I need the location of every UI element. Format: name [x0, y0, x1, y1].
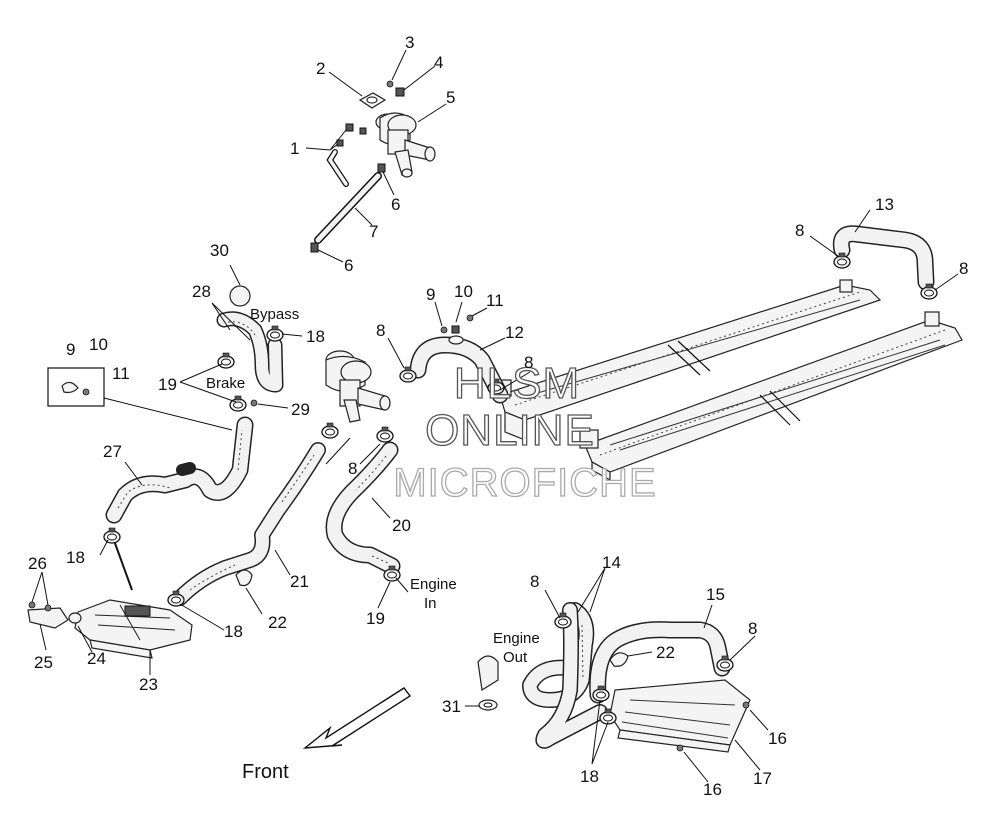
part-23-tank [74, 527, 193, 659]
watermark-line-3: MICROFICHE [393, 461, 656, 505]
callout-numbers: 2 3 4 5 1 6 7 6 13 8 8 30 28 18 9 10 11 … [28, 33, 968, 799]
callout-8-b: 8 [959, 259, 968, 278]
leader-lines [31, 49, 959, 783]
callout-6-upper: 6 [391, 195, 400, 214]
label-engine-out-line-1: Engine [493, 630, 540, 647]
callout-28: 28 [192, 282, 211, 301]
coolant-housing-center [321, 350, 394, 443]
hose-13 [832, 225, 938, 300]
callout-21: 21 [290, 572, 309, 591]
callout-29: 29 [291, 400, 310, 419]
callout-24: 24 [87, 649, 106, 668]
label-engine-in-line-1: Engine [410, 576, 457, 593]
callout-27: 27 [103, 442, 122, 461]
callout-18-b: 18 [66, 548, 85, 567]
label-front: Front [242, 761, 289, 783]
callout-17: 17 [753, 769, 772, 788]
watermark-line-1: HLSM [454, 359, 580, 408]
callout-18-c: 18 [224, 622, 243, 641]
callout-8-g: 8 [748, 619, 757, 638]
callout-25: 25 [34, 653, 53, 672]
callout-7: 7 [369, 222, 378, 241]
hose-20 [325, 441, 401, 582]
callout-30: 30 [210, 241, 229, 260]
callout-8-f: 8 [530, 572, 539, 591]
callout-23: 23 [139, 675, 158, 694]
callout-19-a: 19 [158, 375, 177, 394]
callout-10-a: 10 [89, 335, 108, 354]
callout-6-lower: 6 [344, 256, 353, 275]
callout-18-d: 18 [580, 767, 599, 786]
callout-19-b: 19 [366, 609, 385, 628]
callout-10-b: 10 [454, 282, 473, 301]
hose-27 [105, 416, 254, 524]
callout-14: 14 [602, 553, 621, 572]
callout-26: 26 [28, 554, 47, 573]
label-engine-in-line-2: In [424, 595, 437, 612]
callout-11-a: 11 [112, 364, 130, 383]
watermark: HLSM ONLINE MICROFICHE [393, 358, 657, 505]
label-bypass: Bypass [250, 306, 299, 323]
part-30-gasket [229, 285, 251, 307]
radiator-assembly [494, 279, 963, 482]
callout-16-b: 16 [703, 780, 722, 799]
inset-box-clamp [47, 367, 233, 431]
callout-8-c: 8 [376, 321, 385, 340]
callout-4: 4 [434, 53, 443, 72]
hose-28 [216, 311, 284, 412]
callout-8-e: 8 [348, 459, 357, 478]
callout-20: 20 [392, 516, 411, 535]
text-labels: Bypass Brake Engine In Engine Out Front [206, 306, 540, 783]
callout-22-b: 22 [656, 643, 675, 662]
callout-31: 31 [442, 697, 461, 716]
callout-15: 15 [706, 585, 725, 604]
parts-24-26 [27, 601, 82, 629]
part-22-gasket-left [235, 569, 253, 587]
front-arrow [302, 687, 412, 749]
callout-9-b: 9 [426, 285, 435, 304]
callout-22-a: 22 [268, 613, 287, 632]
label-brake: Brake [206, 375, 245, 392]
callout-1-2: 2 [316, 59, 325, 78]
callout-3: 3 [405, 33, 414, 52]
callout-8-d: 8 [524, 353, 533, 372]
oil-cooler-assembly [477, 602, 751, 753]
callout-16-a: 16 [768, 729, 787, 748]
thermostat-housing-assembly [310, 80, 436, 253]
callout-1: 1 [290, 139, 299, 158]
callout-8-a: 8 [795, 221, 804, 240]
callout-12: 12 [505, 323, 524, 342]
watermark-line-2: ONLINE [425, 406, 595, 455]
hose-21 [167, 442, 326, 607]
callout-18-a: 18 [306, 327, 325, 346]
callout-5: 5 [446, 88, 455, 107]
hose-12 [399, 314, 509, 404]
label-engine-out-line-2: Out [503, 649, 528, 666]
callout-13: 13 [875, 195, 894, 214]
callout-9-a: 9 [66, 340, 75, 359]
callout-11-b: 11 [486, 291, 504, 310]
